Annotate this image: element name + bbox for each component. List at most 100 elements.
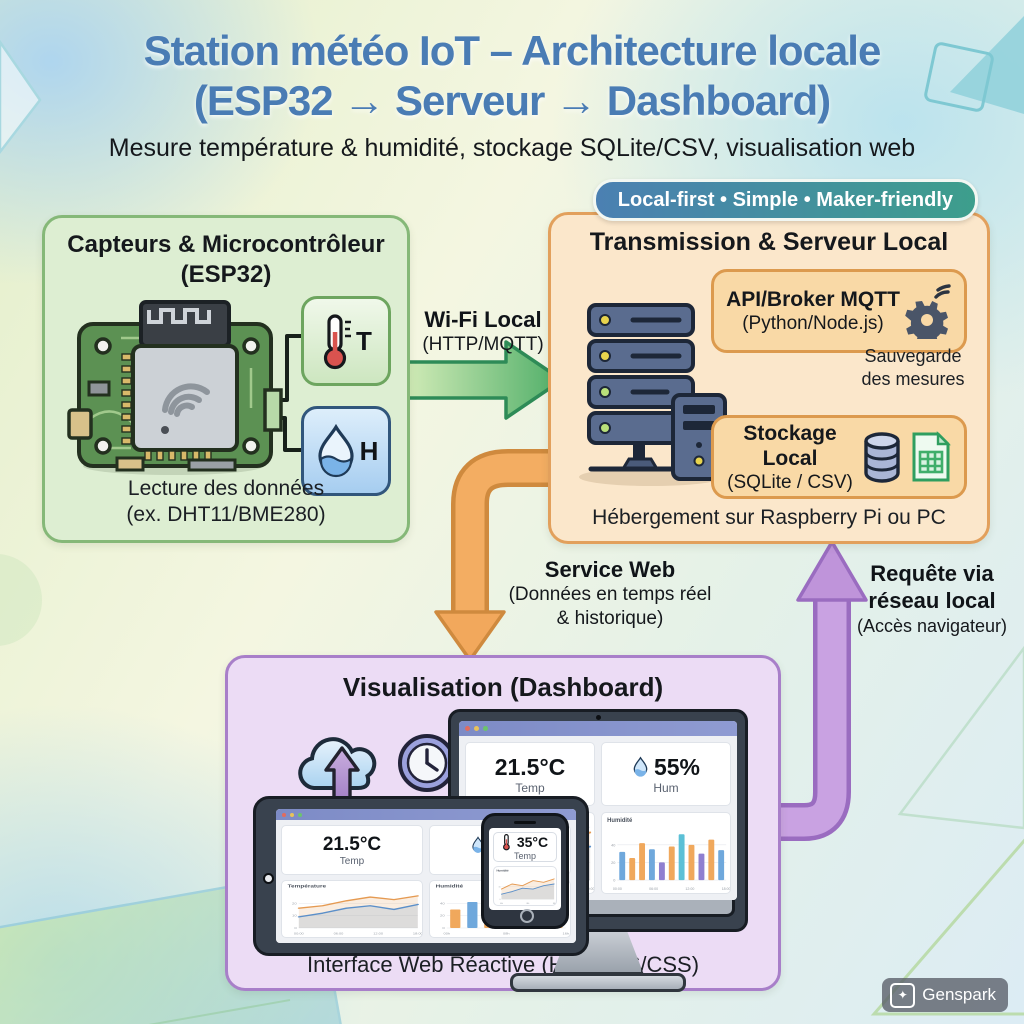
server-box: Transmission & Serveur Local bbox=[548, 212, 990, 544]
database-icon bbox=[864, 432, 900, 483]
request-arrow bbox=[770, 540, 868, 841]
browser-bar bbox=[276, 809, 576, 820]
svg-text:16h: 16h bbox=[553, 903, 556, 905]
triangle-decoration bbox=[897, 645, 1024, 830]
save-note: Sauvegarde des mesures bbox=[847, 345, 979, 391]
svg-text:Humidité: Humidité bbox=[496, 868, 509, 872]
svg-text:00:00: 00:00 bbox=[294, 932, 304, 935]
wifi-arrow-title: Wi-Fi Local bbox=[424, 307, 542, 332]
temp-label: Temp bbox=[515, 780, 545, 795]
phone-home-button bbox=[520, 909, 534, 924]
request-arrow-title1: Requête via bbox=[870, 561, 994, 586]
monitor-base bbox=[510, 973, 686, 992]
feature-badge: Local-first • Simple • Maker-friendly bbox=[592, 179, 978, 221]
svg-text:20: 20 bbox=[611, 861, 615, 865]
svg-text:20: 20 bbox=[292, 902, 297, 905]
maximize-dot-icon bbox=[483, 726, 488, 731]
svg-text:18:00: 18:00 bbox=[413, 932, 422, 935]
esp32-board-icon bbox=[67, 300, 283, 475]
svg-text:40: 40 bbox=[611, 843, 615, 847]
server-icon bbox=[579, 303, 727, 486]
temp-value: 35°C bbox=[516, 834, 549, 850]
sensors-box: Capteurs & Microcontrôleur (ESP32) bbox=[42, 215, 410, 543]
humidity-sensor-tile: H bbox=[301, 406, 391, 496]
dashboard-box-title: Visualisation (Dashboard) bbox=[342, 672, 664, 702]
svg-text:20:00: 20:00 bbox=[586, 887, 594, 891]
webcam-dot bbox=[596, 715, 601, 720]
maximize-dot-icon bbox=[298, 812, 302, 817]
square-decoration bbox=[924, 42, 994, 112]
request-arrow-subtitle: (Accès navigateur) bbox=[856, 616, 1008, 636]
svg-text:12:00: 12:00 bbox=[685, 887, 694, 891]
sensors-caption-line2: (ex. DHT11/BME280) bbox=[126, 503, 326, 526]
hum-card: 55% Hum bbox=[601, 742, 731, 806]
temp-label: Temp bbox=[513, 851, 536, 861]
wifi-arrow-subtitle: (HTTP/MQTT) bbox=[422, 334, 544, 355]
humidity-tile-label: H bbox=[359, 435, 379, 466]
svg-text:0: 0 bbox=[294, 927, 296, 930]
api-broker-panel: API/Broker MQTT (Python/Node.js) bbox=[711, 269, 967, 353]
triangle-decoration bbox=[950, 16, 1024, 114]
api-title: API/Broker MQTT bbox=[726, 288, 900, 311]
thermometer-icon bbox=[502, 834, 510, 851]
service-arrow-sub1: (Données en temps réel bbox=[508, 584, 712, 605]
service-arrow-label: Service Web (Données en temps réel & his… bbox=[500, 556, 720, 631]
temp-card: 21.5°C Temp bbox=[281, 825, 423, 875]
minimize-dot-icon bbox=[290, 812, 294, 817]
circle-decoration bbox=[0, 554, 42, 646]
droplet-icon bbox=[633, 756, 648, 777]
server-caption: Hébergement sur Raspberry Pi ou PC bbox=[592, 506, 946, 529]
storage-panel: Stockage Local (SQLite / CSV) bbox=[711, 415, 967, 499]
browser-bar bbox=[459, 721, 737, 736]
line-decoration bbox=[148, 999, 291, 1024]
temperature-sensor-tile: T bbox=[301, 296, 391, 386]
service-arrow-sub2: & historique) bbox=[556, 608, 664, 629]
genspark-watermark[interactable]: ✦ Genspark bbox=[882, 978, 1008, 1012]
spreadsheet-icon bbox=[912, 431, 951, 482]
cloud-upload-icon bbox=[298, 737, 377, 808]
gear-wifi-icon bbox=[905, 284, 951, 339]
temperature-tile-label: T bbox=[356, 325, 372, 356]
storage-subtitle: (SQLite / CSV) bbox=[727, 471, 853, 493]
svg-text:00:00: 00:00 bbox=[613, 887, 622, 891]
wifi-arrow-label: Wi-Fi Local (HTTP/MQTT) bbox=[398, 306, 568, 357]
svg-text:08h: 08h bbox=[526, 903, 529, 905]
page-subtitle: Mesure température & humidité, stockage … bbox=[108, 134, 916, 162]
service-arrow-title: Service Web bbox=[544, 557, 676, 582]
svg-text:16h: 16h bbox=[563, 932, 570, 935]
svg-text:00h: 00h bbox=[500, 903, 503, 905]
api-subtitle: (Python/Node.js) bbox=[742, 313, 884, 334]
hum-label: Hum bbox=[653, 780, 679, 795]
sensors-box-title: Capteurs & Microcontrôleur (ESP32) bbox=[45, 230, 407, 290]
save-note-line2: des mesures bbox=[861, 369, 965, 389]
storage-title: Stockage Local bbox=[743, 421, 837, 470]
clock-icon bbox=[398, 734, 456, 792]
svg-text:0: 0 bbox=[613, 879, 615, 883]
sensors-caption: Lecture des données (ex. DHT11/BME280) bbox=[45, 476, 407, 528]
phone-speaker bbox=[514, 821, 536, 824]
svg-text:Température: Température bbox=[288, 884, 326, 889]
request-arrow-title2: réseau local bbox=[868, 588, 996, 613]
svg-text:12:00: 12:00 bbox=[373, 932, 383, 935]
svg-text:Humidité: Humidité bbox=[436, 884, 463, 889]
close-dot-icon bbox=[465, 726, 470, 731]
genspark-label: Genspark bbox=[922, 985, 996, 1004]
droplet-icon bbox=[318, 423, 354, 478]
svg-text:0: 0 bbox=[499, 899, 500, 901]
svg-text:00h: 00h bbox=[444, 932, 451, 935]
save-note-line1: Sauvegarde bbox=[864, 346, 962, 366]
sensors-box-title-line2: (ESP32) bbox=[180, 261, 272, 288]
svg-text:06:00: 06:00 bbox=[334, 932, 344, 935]
thermometer-icon bbox=[323, 314, 352, 370]
svg-text:08h: 08h bbox=[503, 932, 510, 935]
temp-value: 21.5°C bbox=[322, 833, 382, 855]
temp-value: 21.5°C bbox=[494, 753, 566, 780]
server-box-title: Transmission & Serveur Local bbox=[589, 228, 949, 256]
minimize-dot-icon bbox=[474, 726, 479, 731]
svg-text:20: 20 bbox=[440, 914, 445, 917]
tablet-camera-dot bbox=[263, 873, 274, 884]
